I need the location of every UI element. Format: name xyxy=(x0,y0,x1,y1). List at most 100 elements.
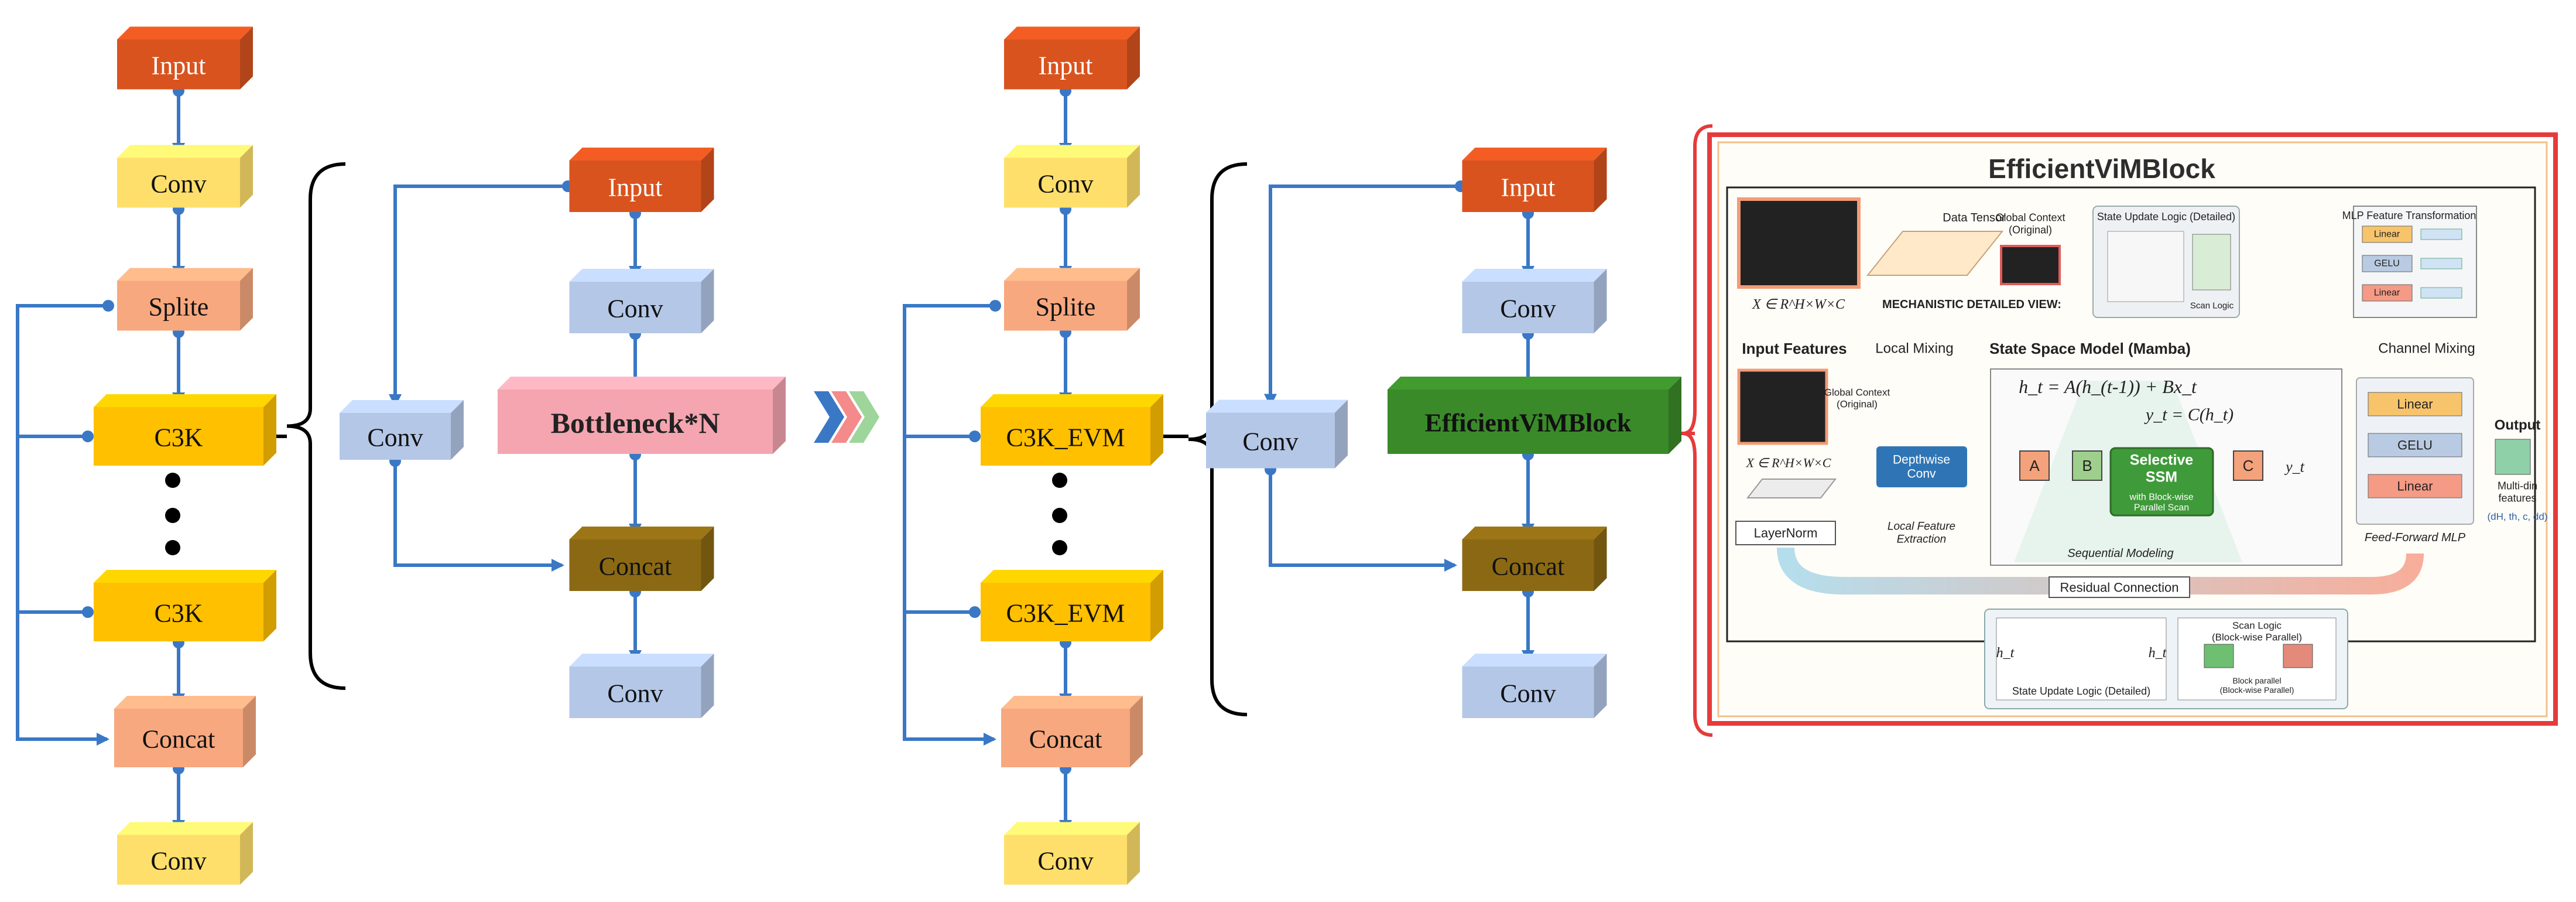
lmod-conv-side: Conv xyxy=(340,400,464,460)
mlp-transform-title: MLP Feature Transformation xyxy=(2342,210,2476,221)
right-input: Input xyxy=(1004,26,1140,90)
layernorm-label: LayerNorm xyxy=(1754,526,1818,541)
right-c3k-a: C3K_EVM xyxy=(981,394,1163,466)
mlp-mini-box-1 xyxy=(2362,255,2413,272)
output-label: Output xyxy=(2495,418,2541,433)
lmod-side-in xyxy=(389,184,568,407)
left-input-label: Input xyxy=(152,52,206,80)
mechanistic-label: MECHANISTIC DETAILED VIEW: xyxy=(1882,298,2061,311)
right-input-face xyxy=(1004,39,1127,90)
left-dot-0 xyxy=(165,473,180,488)
right-skip-split xyxy=(903,304,996,746)
right-conv-out-face xyxy=(1004,835,1127,885)
left-concat: Concat xyxy=(114,696,256,767)
left-conv1-label: Conv xyxy=(150,170,206,199)
right-input-label: Input xyxy=(1039,52,1093,80)
rmod-concat-face xyxy=(1462,539,1594,591)
rmod-conv-side-label: Conv xyxy=(1242,428,1298,456)
mlp-mini-label-1: GELU xyxy=(2374,259,2400,269)
bottom-cube-0 xyxy=(2204,644,2234,668)
ssm-node-label-A: A xyxy=(2029,457,2040,474)
left-c3k-a: C3K xyxy=(94,394,276,466)
left-conv1: Conv xyxy=(117,145,253,208)
input-grid xyxy=(1746,479,1837,498)
right-conv-out-top xyxy=(1004,822,1140,835)
ssm-node-label-C: C xyxy=(2243,457,2254,474)
data-tensor-label: Data Tensor xyxy=(1943,211,2006,224)
right-dot-1 xyxy=(1052,508,1067,523)
right-split-top xyxy=(1004,268,1140,281)
left-dot-1 xyxy=(165,508,180,523)
yt-formula: y_t = C(h_t) xyxy=(2144,405,2234,425)
transition-chevron-2 xyxy=(849,391,879,443)
lmod-concat-top xyxy=(569,527,714,539)
rmod-conv-out: Conv xyxy=(1462,654,1607,718)
left-c3k-b: C3K xyxy=(94,570,276,641)
left-c3k-b-face xyxy=(94,583,263,641)
right-conv1-side xyxy=(1127,145,1140,208)
thumbnail-input-features xyxy=(1737,368,1828,445)
left-skip-split xyxy=(16,304,109,746)
lmod-conv-mid-top xyxy=(569,269,714,282)
ssm-node-label-B: B xyxy=(2082,457,2092,474)
lmod-input-label: Input xyxy=(608,173,663,202)
residual-label-box xyxy=(2049,576,2190,598)
lmod-input-top xyxy=(569,148,714,160)
right-split-face xyxy=(1004,281,1127,331)
ffn-layer-2 xyxy=(2368,474,2462,498)
left-conv1-top xyxy=(117,145,253,158)
residual-label: Residual Connection xyxy=(2060,580,2178,595)
lmod-conv-out-label: Conv xyxy=(607,679,663,708)
right-c3k-a-top xyxy=(981,394,1163,407)
ffn-layer-0 xyxy=(2368,392,2462,416)
heading-channel-mixing: Channel Mixing xyxy=(2378,341,2475,357)
global-context-label-2: Global Context(Original) xyxy=(1824,387,1890,410)
lmod-block: Bottleneck*N xyxy=(498,377,786,454)
lmod-conv-side-side xyxy=(451,400,464,460)
data-tensor-grid xyxy=(1866,231,2004,276)
lmod-conv-out-face xyxy=(569,667,701,718)
left-c3k-b-label: C3K xyxy=(154,599,203,628)
mlp-mini-box-0 xyxy=(2362,226,2413,243)
x-formula-mid: X ∈ R^H×W×C xyxy=(1746,456,1831,470)
right-conv1-face xyxy=(1004,158,1127,208)
rmod-input-top xyxy=(1462,148,1607,160)
rmod-concat: Concat xyxy=(1462,527,1607,591)
right-c3k-b: C3K_EVM xyxy=(981,570,1163,641)
bottom-block-parallel: Block parallel(Block-wise Parallel) xyxy=(2220,676,2294,695)
rmod-conv-side-top xyxy=(1206,399,1348,413)
rmod-input: Input xyxy=(1462,148,1607,212)
lmod-input: Input xyxy=(569,148,714,212)
rmod-conv-side-face xyxy=(1206,412,1335,469)
lmod-block-face xyxy=(498,390,773,454)
rmod-conv-out-label: Conv xyxy=(1500,679,1556,708)
right-c3k-b-side xyxy=(1150,570,1163,641)
transition-chevron-0 xyxy=(814,391,844,443)
global-context-thumb xyxy=(2000,245,2061,285)
right-concat: Concat xyxy=(1001,696,1143,767)
lmod-conv-mid-side xyxy=(701,269,714,333)
right-conv-out-side xyxy=(1127,822,1140,885)
left-concat-face xyxy=(114,709,243,767)
ssm-node-B xyxy=(2072,450,2102,481)
lmod-block-top xyxy=(498,377,786,390)
mlp-mini-label-0: Linear xyxy=(2374,230,2400,240)
heading-input-features: Input Features xyxy=(1742,340,1847,357)
rmod-conv-mid-label: Conv xyxy=(1500,295,1556,323)
rmod-conv-mid-top xyxy=(1462,269,1607,282)
left-split: Splite xyxy=(117,268,253,331)
right-concat-top xyxy=(1001,696,1143,709)
rmod-concat-side xyxy=(1594,527,1607,591)
lmod-conv-out: Conv xyxy=(569,654,714,718)
left-c3k-a-label: C3K xyxy=(154,423,203,452)
dims-label: (dH, th, c, dd) xyxy=(2488,511,2548,522)
right-c3k-a-face xyxy=(981,407,1150,466)
left-split-label: Splite xyxy=(149,293,209,322)
depthwise-conv-box xyxy=(1876,446,1967,487)
ssm-node-A xyxy=(2019,450,2050,481)
right-c3k-a-label: C3K_EVM xyxy=(1006,423,1125,452)
rmod-input-label: Input xyxy=(1501,173,1556,202)
